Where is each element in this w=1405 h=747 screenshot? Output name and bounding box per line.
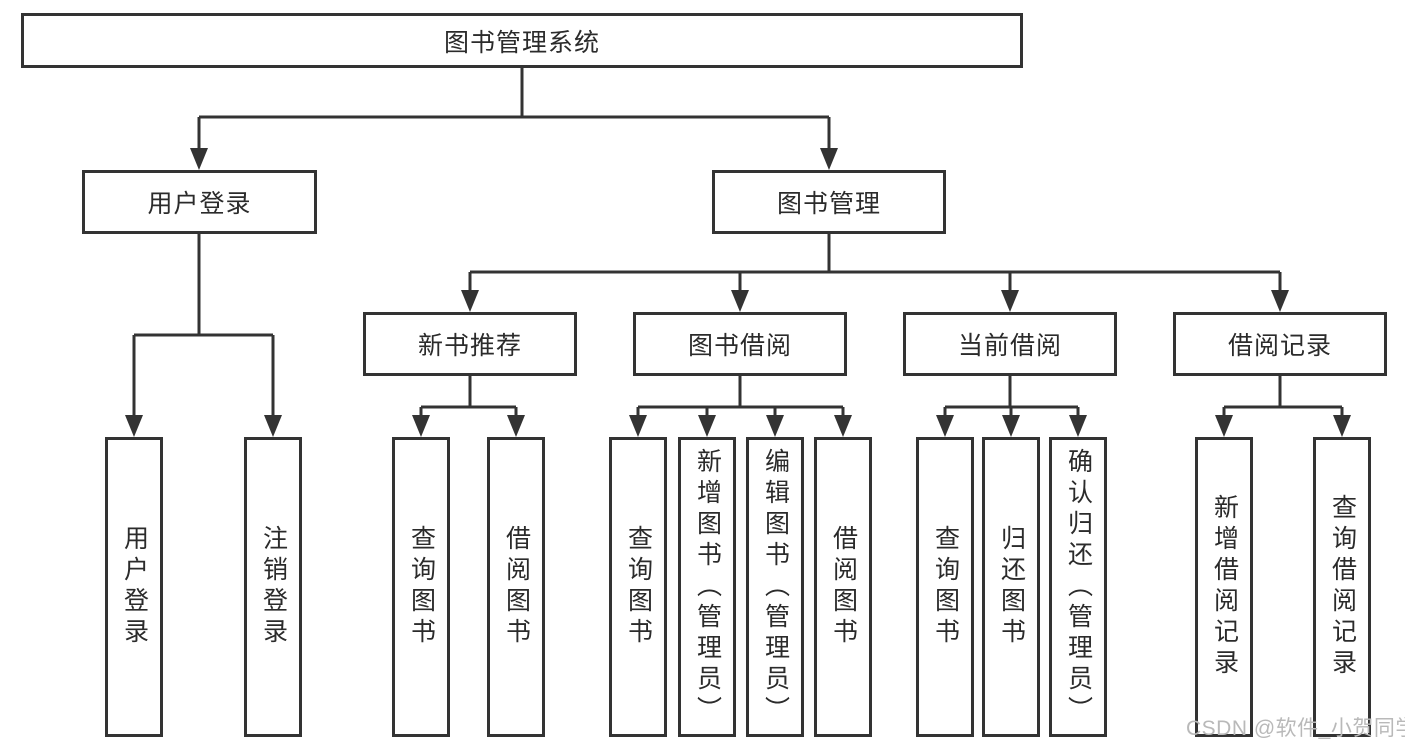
node-book-borrow: 图书借阅 [633, 312, 847, 376]
leaf-borrow-books: 借阅图书 [814, 437, 872, 737]
node-new-book-recommend: 新书推荐 [363, 312, 577, 376]
leaf-query-books-current: 查询图书 [916, 437, 974, 737]
connector-current-borrow-to-leaves [936, 376, 1087, 437]
leaf-query-books-borrow: 查询图书 [609, 437, 667, 737]
csdn-watermark: CSDN @软件_小贺同学 [1186, 717, 1405, 740]
node-book-management: 图书管理 [712, 170, 946, 234]
leaf-query-borrow-record: 查询借阅记录 [1313, 437, 1371, 737]
leaf-query-books-recommend: 查询图书 [392, 437, 450, 737]
connector-root-to-level2 [190, 68, 838, 170]
leaf-borrow-books-recommend: 借阅图书 [487, 437, 545, 737]
connector-user-login-to-leaves [125, 234, 282, 437]
connector-borrow-records-to-leaves [1215, 376, 1351, 437]
leaf-return-books: 归还图书 [982, 437, 1040, 737]
leaf-add-books-admin: 新增图书（管理员） [678, 437, 736, 737]
leaf-add-borrow-record: 新增借阅记录 [1195, 437, 1253, 737]
node-borrow-records: 借阅记录 [1173, 312, 1387, 376]
leaf-logout-login: 注销登录 [244, 437, 302, 737]
connector-book-management-to-level3 [461, 234, 1289, 312]
connector-new-book-recommend-to-leaves [412, 376, 525, 437]
node-user-login: 用户登录 [82, 170, 317, 234]
leaf-user-login: 用户登录 [105, 437, 163, 737]
leaf-confirm-return-admin: 确认归还（管理员） [1049, 437, 1107, 737]
node-current-borrow: 当前借阅 [903, 312, 1117, 376]
connector-book-borrow-to-leaves [629, 376, 852, 437]
node-library-management-system: 图书管理系统 [21, 13, 1023, 68]
leaf-edit-books-admin: 编辑图书（管理员） [746, 437, 804, 737]
